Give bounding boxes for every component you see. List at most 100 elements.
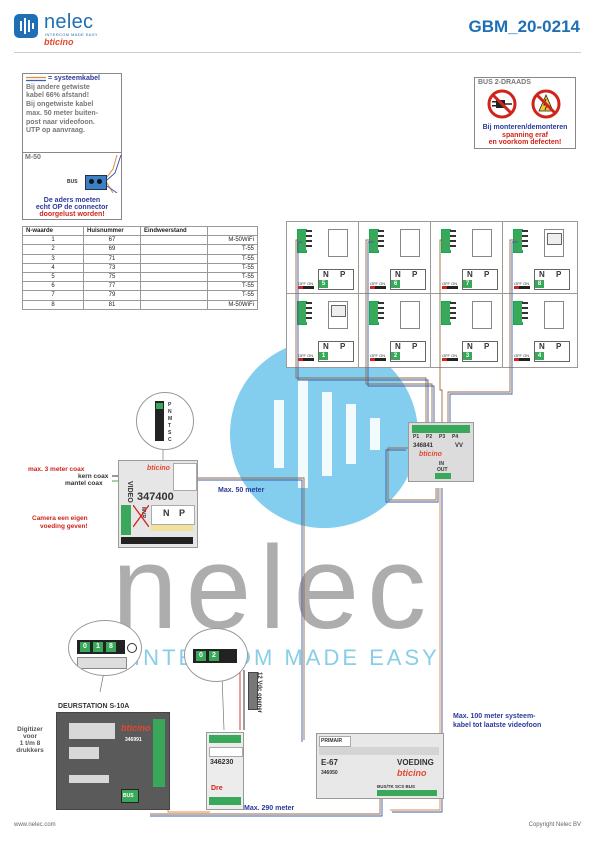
cable-note: = systeemkabel Bij andere getwiste kabel… xyxy=(22,73,122,153)
phone-terminal-screws xyxy=(306,230,312,250)
doc-code: GBM_20-0214 xyxy=(468,17,580,36)
no-plug-icon xyxy=(487,89,517,119)
phone-switch[interactable] xyxy=(514,286,530,289)
phone-switch[interactable] xyxy=(370,358,386,361)
warning-line: spanning eraf xyxy=(502,131,548,139)
phone-switch[interactable] xyxy=(298,286,314,289)
phone-p-label: P xyxy=(484,270,490,279)
distributor-346841: P1 P2 P3 P4 346841 VV bticino IN OUT xyxy=(408,422,474,482)
system-cable-icon xyxy=(26,77,46,82)
watermark-circle xyxy=(230,340,418,528)
distributor-ports xyxy=(412,425,470,433)
phone-handset xyxy=(472,229,492,257)
zoom-label: T xyxy=(168,423,172,429)
warning-line: en voorkom defecten! xyxy=(488,139,562,146)
phone-switch-label: OFF ON xyxy=(442,353,458,358)
phone-handset xyxy=(544,301,564,329)
bus-terminal-tag: BUS xyxy=(121,789,139,803)
voeding-title: VOEDING xyxy=(397,758,434,767)
camera-note-line: voeding geven! xyxy=(40,523,88,530)
m50-note-line: echt OP de connector xyxy=(35,204,109,211)
digitizer-note: drukkers xyxy=(16,747,44,754)
brand-tagline: INTERCOM MADE EASY xyxy=(45,32,98,37)
header-divider xyxy=(14,52,581,53)
phone-number: 3 xyxy=(463,352,472,360)
module-347400-brand: bticino xyxy=(147,465,170,472)
phone-switch-label: OFF ON xyxy=(442,281,458,286)
max-100-label: Max. 100 meter systeem- kabel tot laatst… xyxy=(453,713,542,729)
digit-box: 0 xyxy=(196,651,206,661)
warning-box: BUS 2-DRAADS Bij monteren/demonteren spa… xyxy=(474,77,576,149)
header: nelec INTERCOM MADE EASY bticino GBM_20-… xyxy=(14,11,584,48)
distributor-port: P4 xyxy=(452,434,459,440)
cable-legend: = systeemkabel xyxy=(48,75,100,82)
phone-switch-label: OFF ON xyxy=(370,281,386,286)
max-290-label: Max. 290 meter xyxy=(244,805,295,812)
footer-website[interactable]: www.nelec.com xyxy=(14,822,56,828)
phone-handset xyxy=(472,301,492,329)
phone-switch[interactable] xyxy=(514,358,530,361)
phone-p-label: P xyxy=(412,270,418,279)
phone-number: 2 xyxy=(391,352,400,360)
phone-switch[interactable] xyxy=(298,358,314,361)
module-347400: VIDEO bticino 347400 MVR N P xyxy=(118,460,198,548)
screw-icon xyxy=(127,643,137,653)
m50-bus-connector xyxy=(85,175,107,190)
coax-max-label: max. 3 meter coax xyxy=(28,466,85,473)
coax-core-label: kern coax xyxy=(78,473,109,480)
footer-copyright: Copyright Nelec BV xyxy=(528,822,581,828)
m50-bus-label: BUS xyxy=(67,179,78,185)
distributor-in: IN xyxy=(439,461,444,467)
cable-note-line: Bij andere getwiste xyxy=(26,83,90,91)
distributor-port: P2 xyxy=(426,434,433,440)
phone-number: 8 xyxy=(535,280,544,288)
phone-switch[interactable] xyxy=(442,286,458,289)
coax-shield-label: mantel coax xyxy=(65,480,103,487)
phone-terminal-screws xyxy=(450,230,456,250)
m50-note-line: doorgelust worden! xyxy=(39,211,105,218)
voeding-terminals: BUS/TK SCS BUS xyxy=(377,784,416,789)
cable-note-line: UTP op aanvraag. xyxy=(26,127,86,135)
brand-name: nelec xyxy=(44,11,94,33)
phone-terminal-screws xyxy=(378,302,384,322)
phone-switch[interactable] xyxy=(442,358,458,361)
phone-switch-label: OFF ON xyxy=(514,353,530,358)
phone-n-label: N xyxy=(467,270,473,279)
cable-note-line: post naar videofoon. xyxy=(26,118,95,126)
phone-switch[interactable] xyxy=(370,286,386,289)
voeding-e67: E-67 xyxy=(321,758,338,767)
phone-terminal-screws xyxy=(522,230,528,250)
table-cell: M-50WiFi xyxy=(207,235,258,246)
module-347400-p: P xyxy=(179,508,186,518)
phone-handset xyxy=(544,229,564,257)
phone-terminal-screws xyxy=(378,230,384,250)
phone-handset xyxy=(400,229,420,257)
video-label: VIDEO xyxy=(126,481,133,503)
digit-box: 0 xyxy=(80,642,90,652)
opener-label: 12 Vdc opener xyxy=(256,672,262,714)
phone-p-label: P xyxy=(484,342,490,351)
camera-note-line: Camera een eigen xyxy=(32,515,88,522)
cable-note-line: max. 50 meter buiten- xyxy=(26,109,98,117)
m50-note: M-50 BUS De aders moeten echt OP de conn… xyxy=(22,152,122,220)
module-347400-terminals xyxy=(121,505,131,535)
phone-switch-label: OFF ON xyxy=(370,353,386,358)
phone-n-label: N xyxy=(323,270,329,279)
phone-number: 6 xyxy=(391,280,400,288)
zoom-label: P xyxy=(168,402,172,408)
warning-title: BUS 2-DRAADS xyxy=(478,79,531,86)
digitizer-note: Digitizer xyxy=(17,726,43,733)
zoom-346230: 0 2 xyxy=(184,628,248,682)
phone-p-label: P xyxy=(340,342,346,351)
phone-handset xyxy=(400,301,420,329)
digitizer-note: voor xyxy=(22,733,38,740)
bus-tag: BUS xyxy=(123,793,134,799)
phone-handset xyxy=(328,229,348,257)
phone-n-label: N xyxy=(323,342,329,351)
